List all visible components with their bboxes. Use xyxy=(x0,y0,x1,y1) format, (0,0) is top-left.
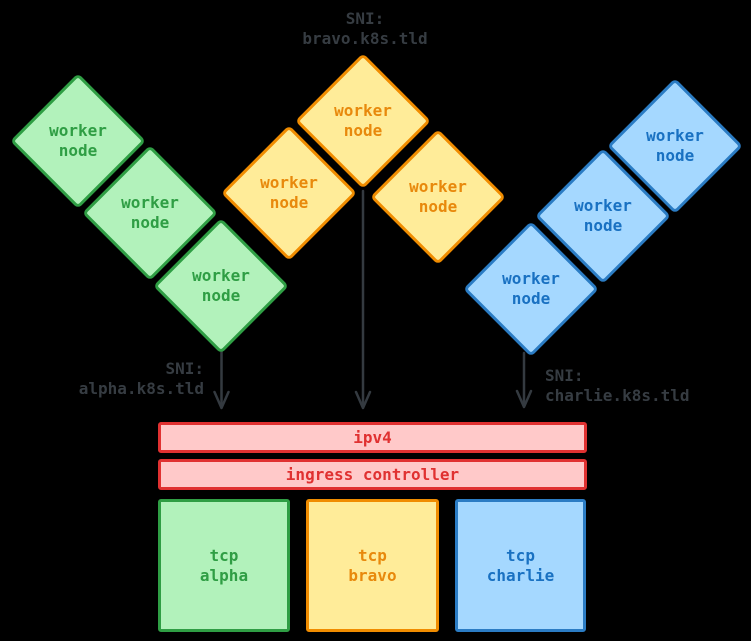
ingress-controller-box: ingress controller xyxy=(158,459,587,490)
worker-node-text: worker xyxy=(260,173,318,192)
ipv4-box: ipv4 xyxy=(158,422,587,453)
worker-node-text: node xyxy=(201,286,241,305)
tcp-bravo-line1: tcp xyxy=(358,545,387,565)
worker-node-text: node xyxy=(583,216,623,235)
arrow-alpha-to-ingress xyxy=(213,350,230,410)
worker-node-text: worker xyxy=(574,196,632,215)
arrow-charlie-to-ingress xyxy=(515,351,533,409)
sni-label-bravo-line2: bravo.k8s.tld xyxy=(302,29,428,48)
worker-node-text: node xyxy=(511,289,551,308)
sni-label-charlie-line1: SNI: xyxy=(545,366,584,385)
tcp-bravo-line2: bravo xyxy=(348,565,397,585)
tcp-alpha-line2: alpha xyxy=(199,565,249,585)
worker-node-text: node xyxy=(655,146,695,165)
sni-label-bravo: SNI: bravo.k8s.tld xyxy=(302,9,427,49)
worker-node-text: node xyxy=(418,197,458,216)
ipv4-label: ipv4 xyxy=(353,428,392,447)
ingress-controller-label: ingress controller xyxy=(285,465,460,484)
tcp-alpha-line1: tcp xyxy=(209,545,239,565)
sni-label-alpha: SNI: alpha.k8s.tld xyxy=(60,359,204,399)
worker-node-text: worker xyxy=(49,121,107,140)
worker-node-text: node xyxy=(343,121,383,140)
tcp-charlie-line1: tcp xyxy=(506,545,535,565)
worker-node-text: node xyxy=(58,141,98,160)
worker-node-text: worker xyxy=(334,101,392,120)
sni-label-alpha-line1: SNI: xyxy=(165,359,204,378)
arrow-bravo-to-ingress xyxy=(354,189,372,410)
worker-node-text: worker xyxy=(409,177,467,196)
worker-node-text: worker xyxy=(646,126,704,145)
worker-node-text: worker xyxy=(192,266,250,285)
sni-label-charlie: SNI: charlie.k8s.tld xyxy=(545,366,690,406)
worker-node-text: node xyxy=(130,213,170,232)
tcp-charlie-line2: charlie xyxy=(486,565,555,585)
worker-node-text: node xyxy=(269,193,309,212)
worker-node-text: worker xyxy=(121,193,179,212)
sni-label-alpha-line2: alpha.k8s.tld xyxy=(78,379,204,398)
sni-label-charlie-line2: charlie.k8s.tld xyxy=(545,386,690,405)
sni-label-bravo-line1: SNI: xyxy=(345,9,385,28)
worker-node-text: worker xyxy=(502,269,560,288)
